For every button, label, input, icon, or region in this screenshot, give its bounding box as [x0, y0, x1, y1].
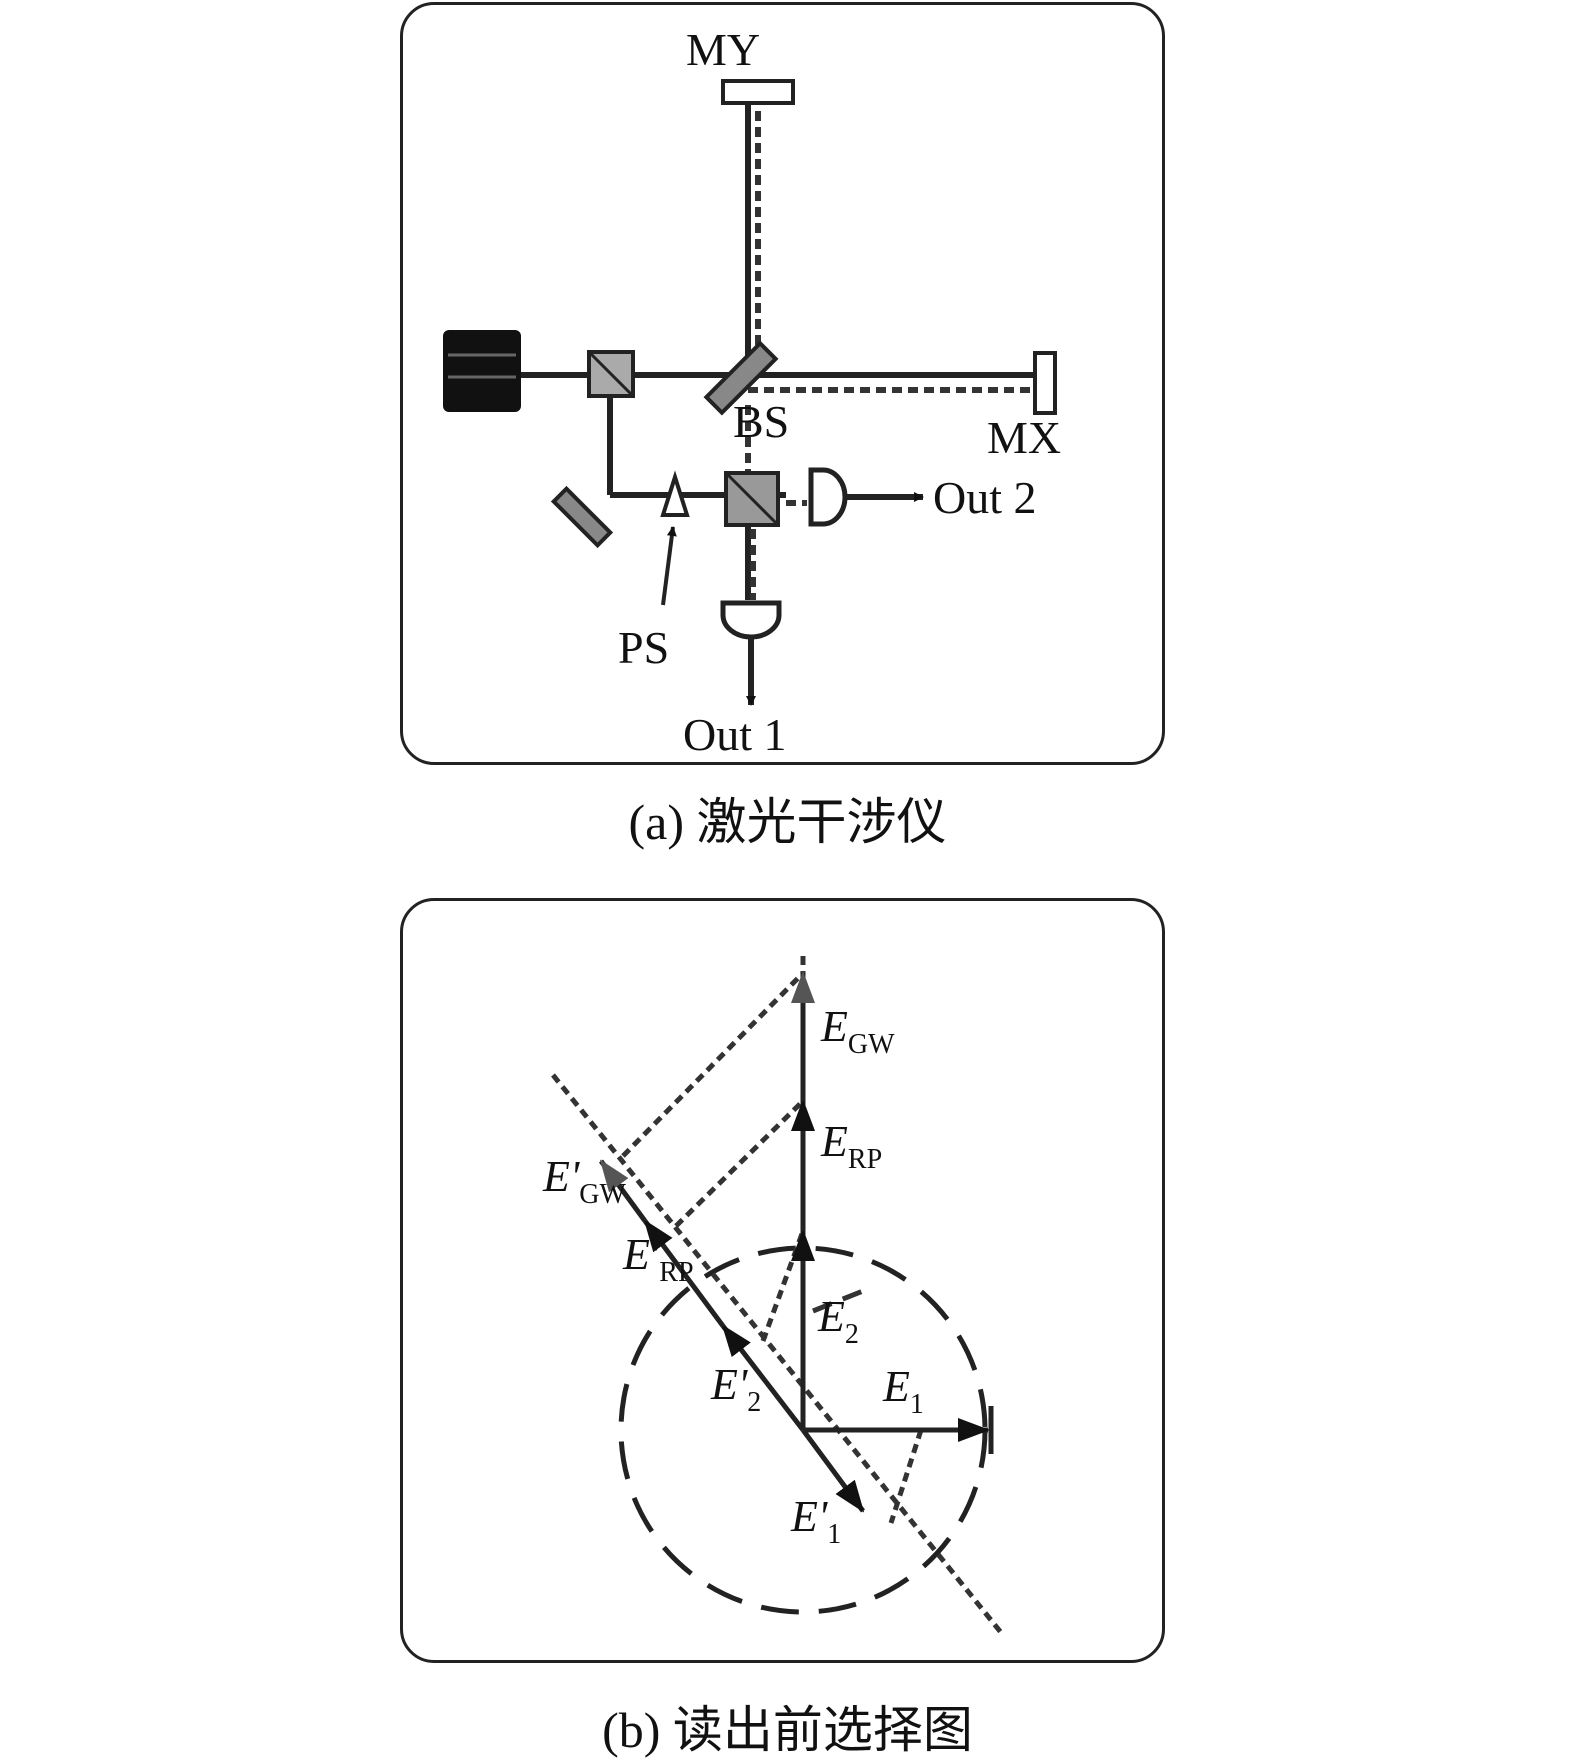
- label-erp: ERP: [820, 1117, 882, 1175]
- mirror-mx: [1033, 351, 1057, 415]
- label-e2: E2: [817, 1292, 859, 1350]
- panel-readout-diagram: EGW ERP E'GW E'RP E2 E'2 E1 E'1: [400, 898, 1165, 1663]
- interferometer-diagram: MY MX BS PS Out 2 Out 1: [443, 24, 1061, 760]
- beamsplitter-cube-output: [724, 471, 780, 527]
- vector-e-prime-2: [721, 1324, 805, 1432]
- vector-e-prime-1: [800, 1428, 866, 1513]
- vector-e-prime-rp: [642, 1219, 726, 1328]
- label-e-prime-1: E'1: [790, 1492, 841, 1550]
- caption-panel-b: (b) 读出前选择图: [602, 1702, 973, 1758]
- label-ps: PS: [618, 622, 669, 673]
- label-my: MY: [686, 24, 760, 75]
- vector-e-prime-gw: [598, 1159, 648, 1223]
- beamsplitter-bs: [703, 340, 779, 416]
- panel-interferometer: MY MX BS PS Out 2 Out 1: [400, 2, 1165, 765]
- label-out2: Out 2: [933, 472, 1037, 523]
- fold-mirror: [550, 485, 614, 549]
- phase-shifter: [660, 470, 690, 517]
- projection-axis: [551, 1073, 1005, 1637]
- label-bs: BS: [733, 396, 789, 447]
- label-e1: E1: [882, 1362, 924, 1420]
- label-e-prime-2: E'2: [710, 1360, 761, 1418]
- beamsplitter-cube-input: [587, 350, 635, 398]
- label-mx: MX: [987, 412, 1061, 463]
- mirror-my: [721, 79, 795, 105]
- label-out1: Out 1: [683, 709, 787, 760]
- phasor-diagram: EGW ERP E'GW E'RP E2 E'2 E1 E'1: [542, 956, 1005, 1637]
- label-egw: EGW: [820, 1002, 895, 1060]
- label-e-prime-rp: E'RP: [622, 1230, 694, 1288]
- laser-source: [443, 330, 521, 412]
- ps-pointer-arrow: [661, 526, 677, 606]
- caption-panel-a: (a) 激光干涉仪: [628, 794, 947, 850]
- label-e-prime-gw: E'GW: [542, 1152, 627, 1210]
- detector-out2: [808, 467, 924, 527]
- dashed-beam-paths: [745, 95, 1035, 600]
- detector-out1: [720, 600, 782, 706]
